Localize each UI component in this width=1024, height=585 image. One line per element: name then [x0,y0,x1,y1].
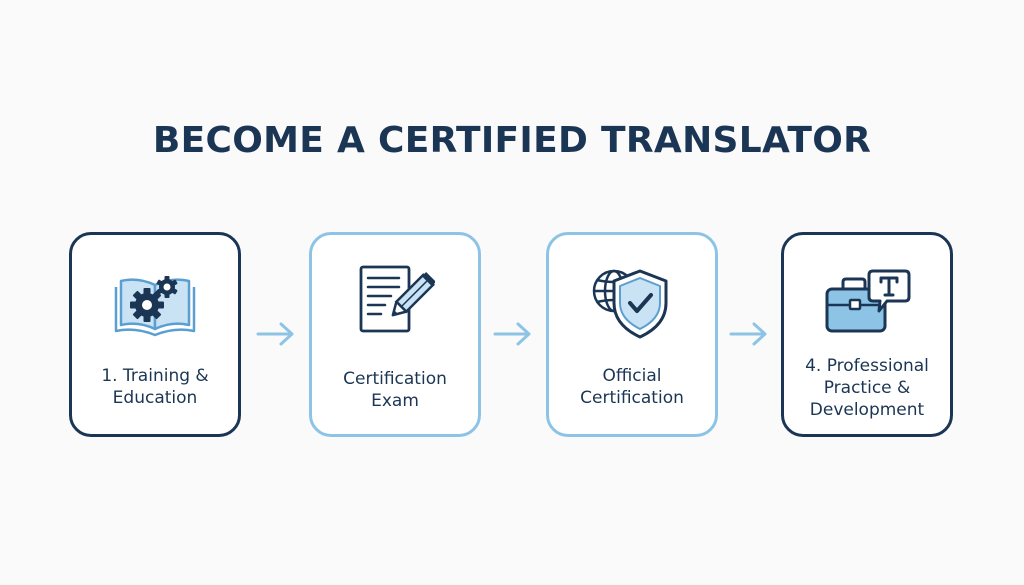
step-card-certification-exam: Certification Exam [309,232,481,437]
document-pencil-icon [359,265,435,333]
step-card-professional-practice: 4. Professional Practice & Development [781,232,953,437]
step-label: 1. Training & Education [101,366,209,408]
step-label: Certification Exam [343,369,447,411]
briefcase-speech-bubble-icon [825,269,911,333]
step-card-training-education: 1. Training & Education [69,232,241,437]
globe-shield-check-icon [592,269,668,339]
book-gears-icon [114,276,196,337]
arrow-right-icon [493,322,531,346]
arrow-right-icon [256,322,294,346]
page-title: BECOME A CERTIFIED TRANSLATOR [152,120,872,161]
step-label: Official Certification [580,366,684,408]
step-label: 4. Professional Practice & Development [805,356,929,420]
arrow-right-icon [729,322,767,346]
step-card-official-certification: Official Certification [546,232,718,437]
